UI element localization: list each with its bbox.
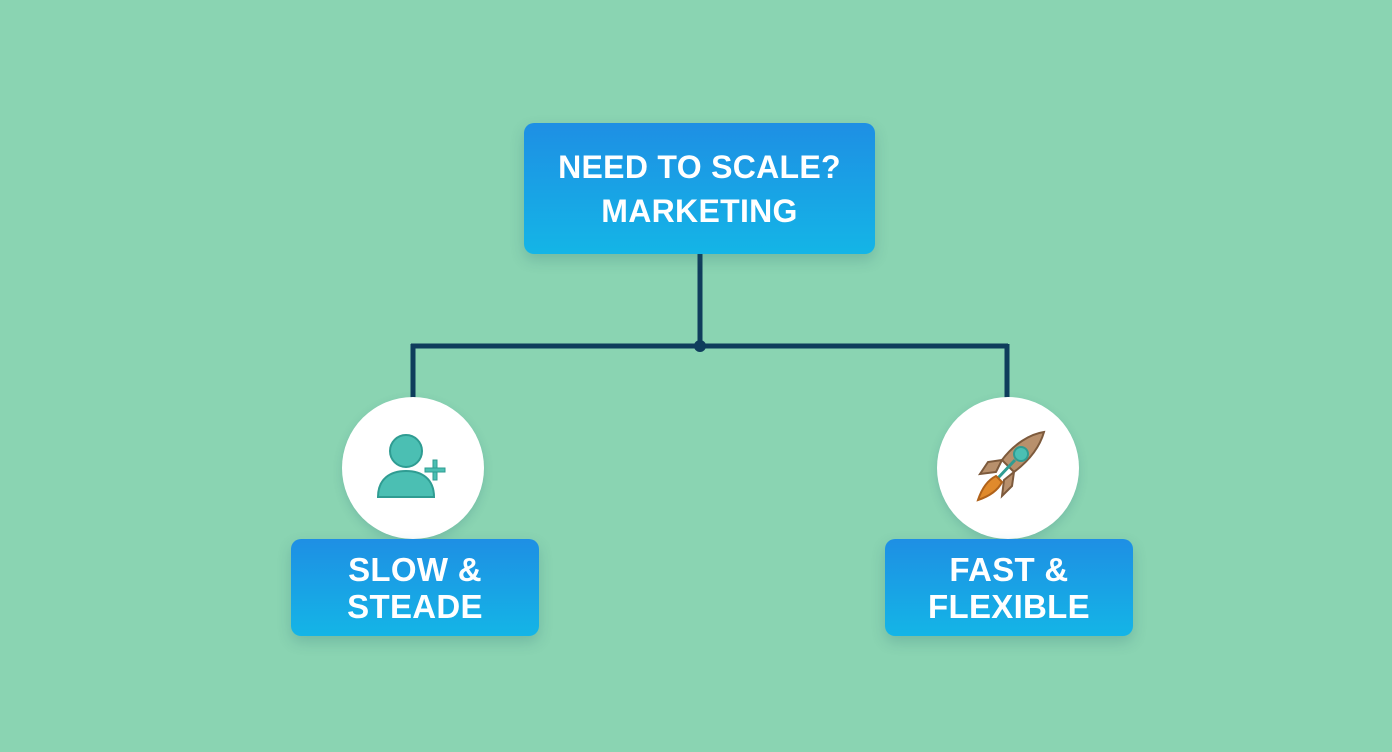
fast-line-1: FAST & [949, 550, 1069, 588]
slow-line-1: SLOW & [348, 550, 482, 588]
junction-dot [694, 340, 706, 352]
fast-line-2: FLEXIBLE [928, 587, 1090, 625]
slow-steade-box: SLOW & STEADE [291, 539, 539, 636]
root-line-1: NEED TO SCALE? [558, 148, 841, 185]
rocket-icon [976, 430, 1046, 502]
user-add-icon [376, 434, 446, 498]
fast-option-icon-circle [937, 397, 1079, 539]
root-line-2: MARKETING [601, 192, 798, 229]
fast-flexible-box: FAST & FLEXIBLE [885, 539, 1133, 636]
slow-line-2: STEADE [347, 587, 483, 625]
root-decision-box: NEED TO SCALE? MARKETING [524, 123, 875, 254]
slow-option-icon-circle [342, 397, 484, 539]
